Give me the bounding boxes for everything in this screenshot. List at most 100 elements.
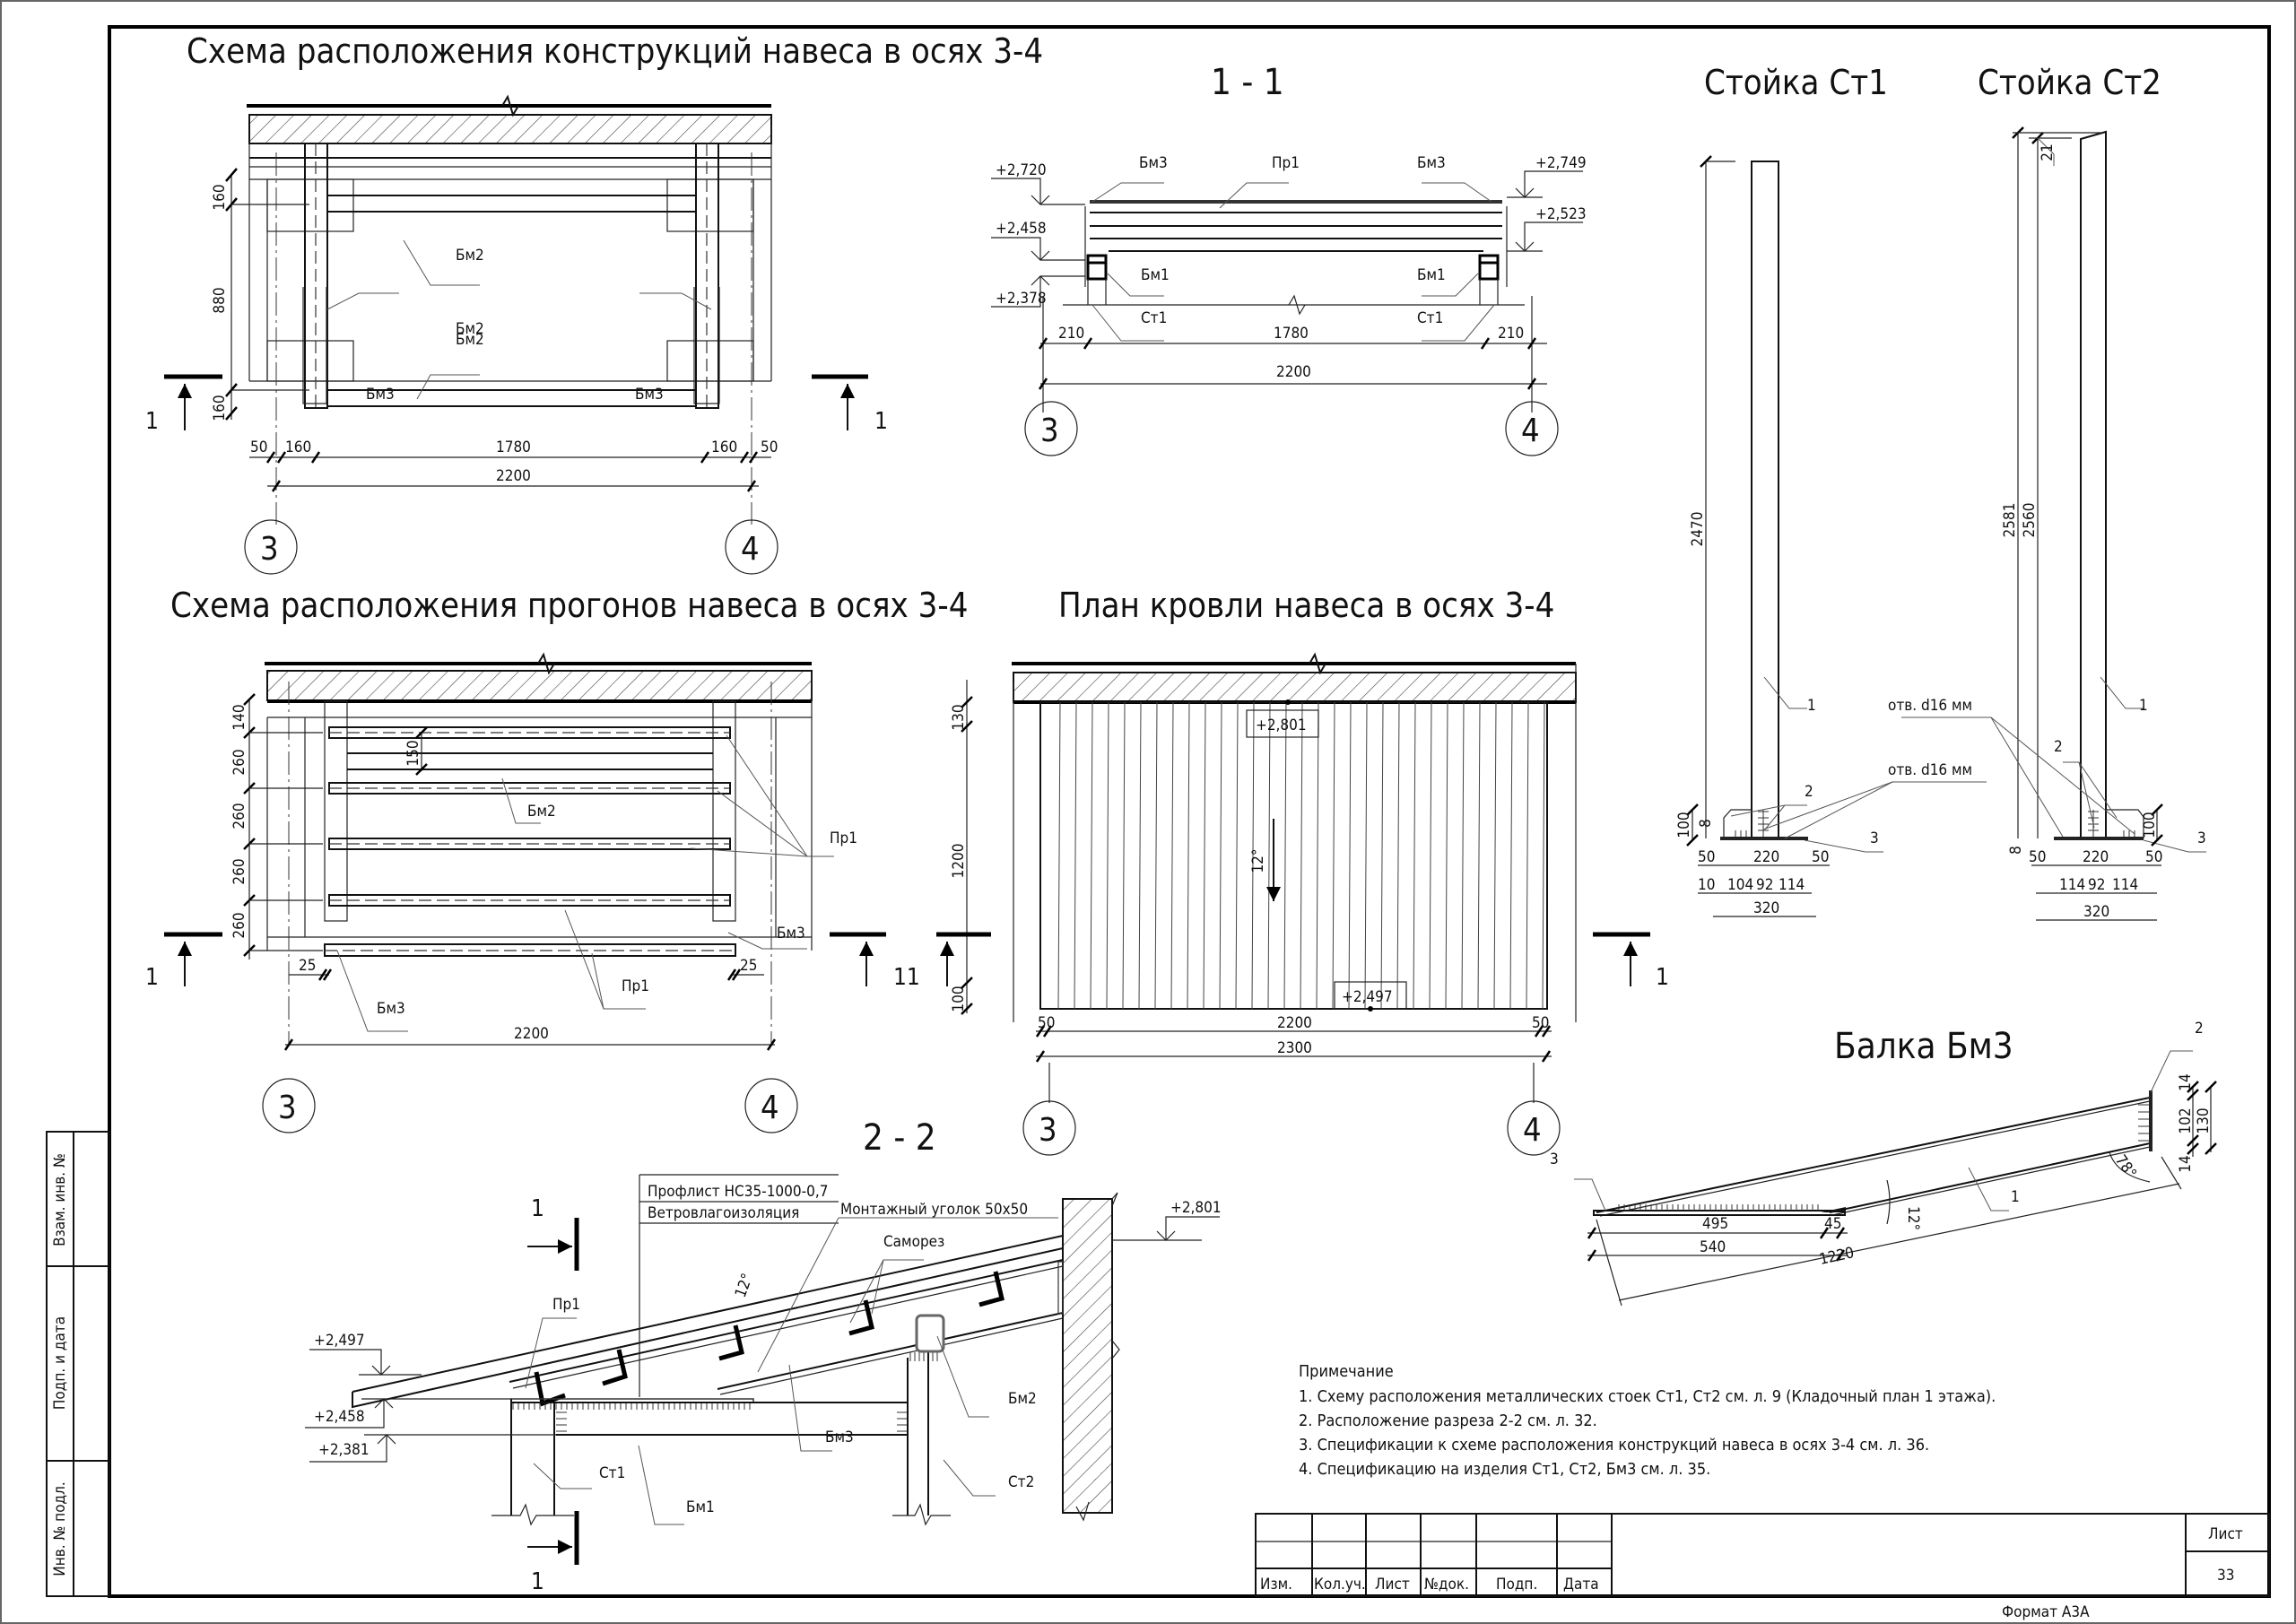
- dim-140: 140: [230, 704, 248, 730]
- callout-3: 3: [1870, 829, 1879, 847]
- drawing-frame: [108, 25, 2271, 1598]
- wall-hatch: [248, 114, 772, 144]
- dim-540: 540: [1700, 1238, 1726, 1256]
- base-dim-114-left: 114: [2059, 876, 2085, 894]
- roof-rib: [1138, 701, 1142, 1010]
- elev-2749: +2,749: [1535, 154, 1587, 172]
- roof-rib: [1251, 701, 1255, 1010]
- view-title-section-2-2: 2 - 2: [863, 1117, 936, 1159]
- callout-1: 1: [1807, 697, 1816, 715]
- base-dim-114-right: 114: [2112, 876, 2138, 894]
- dim-14-top: 14: [2177, 1073, 2195, 1090]
- slope-12: 12°: [1249, 848, 1267, 873]
- label-pr1-right: Пр1: [830, 829, 857, 847]
- stamp-zam-inv: Взам. инв. №: [51, 1153, 69, 1246]
- label-bm3-left: Бм3: [366, 386, 395, 404]
- label-bm3-right: Бм3: [777, 925, 805, 942]
- dim-150: 150: [404, 740, 422, 766]
- axis-4: 4: [741, 531, 760, 568]
- view-beam-bm3: Балка Бм3 495 45 540 1220 14 102 14 130 …: [1550, 1020, 2217, 1307]
- callout-2: 2: [2054, 738, 2063, 756]
- roof-rib: [1267, 701, 1271, 1010]
- dim-h-1780: 1780: [496, 439, 531, 456]
- label-bm2-lower-visible: Бм2: [456, 331, 484, 349]
- label-bm1-right: Бм1: [1417, 266, 1446, 284]
- view-title-st2: Стойка Ст2: [1978, 63, 2161, 102]
- dim-130: 130: [950, 704, 968, 730]
- view-section-2-2: 2 - 2: [305, 1117, 1222, 1595]
- dim-50-left: 50: [1038, 1014, 1055, 1032]
- stamp-inv-podl: Инв. № подл.: [51, 1481, 69, 1576]
- roof-rib: [1380, 701, 1384, 1010]
- roof-rib: [1057, 701, 1061, 1010]
- label-st2: Ст2: [1008, 1473, 1034, 1491]
- dim-50-right: 50: [1532, 1014, 1549, 1032]
- roof-rib: [1526, 701, 1529, 1010]
- label-bm3-left: Бм3: [1139, 154, 1168, 172]
- view-title-purlins: Схема расположения прогонов навеса в ося…: [170, 586, 968, 625]
- tb-data: Дата: [1563, 1576, 1599, 1594]
- roof-rib: [1106, 701, 1109, 1010]
- view-constructions-plan: Схема расположения конструкций навеса в …: [145, 31, 1043, 575]
- callout-2: 2: [2195, 1020, 2204, 1038]
- base-dim-92: 92: [2088, 876, 2105, 894]
- dim-100: 100: [2141, 812, 2159, 838]
- base-dim-220: 220: [1753, 848, 1779, 866]
- sheet-number: 33: [2217, 1567, 2234, 1585]
- callout-2: 2: [1805, 783, 1813, 801]
- hole-note-st1: отв. d16 мм: [1888, 761, 1972, 779]
- base-dim-50-right: 50: [1812, 848, 1829, 866]
- base-dim-50-right: 50: [2145, 848, 2162, 866]
- label-bm1: Бм1: [686, 1498, 715, 1516]
- elev-2458: +2,458: [314, 1408, 365, 1426]
- base-dim-114: 114: [1779, 876, 1805, 894]
- note-item-1: 1. Схему расположения металлических стое…: [1299, 1387, 1996, 1406]
- angle-12: 12°: [1904, 1206, 1922, 1230]
- dim-2300: 2300: [1277, 1039, 1312, 1057]
- view-title-section-1-1: 1 - 1: [1211, 62, 1284, 103]
- note-item-4: 4. Спецификацию на изделия Ст1, Ст2, Бм3…: [1299, 1460, 1710, 1479]
- title-block: Изм. Кол.уч. Лист №док. Подп. Дата Лист …: [1255, 1513, 2270, 1621]
- dim-260-2: 260: [230, 803, 248, 829]
- note-item-3: 3. Спецификации к схеме расположения кон…: [1299, 1436, 1929, 1455]
- label-bm3-left: Бм3: [377, 1000, 405, 1018]
- base-dim-320: 320: [1753, 899, 1779, 917]
- dim-25-right: 25: [740, 957, 757, 975]
- view-column-st2: Стойка Ст2 21 2581 2560 1 2 3 отв. d16 м…: [1888, 63, 2206, 921]
- elev-2497: +2,497: [314, 1332, 365, 1350]
- view-title-constructions: Схема расположения конструкций навеса в …: [187, 31, 1043, 71]
- dim-2200: 2200: [1277, 1014, 1312, 1032]
- material-windproof: Ветровлагоизоляция: [648, 1204, 799, 1222]
- view-roof-plan: План кровли навеса в осях 3-4 +2,801 +2,…: [936, 586, 1669, 1156]
- roof-rib: [1219, 701, 1222, 1010]
- dim-260-4: 260: [230, 912, 248, 938]
- tb-list: Лист: [1375, 1576, 1410, 1594]
- section-mark-1-left: 1: [145, 964, 159, 991]
- label-pr1-bottom: Пр1: [622, 977, 649, 995]
- roof-ribs: [1057, 701, 1545, 1010]
- roof-rib: [1316, 701, 1319, 1010]
- dim-2200: 2200: [514, 1025, 549, 1043]
- view-title-bm3: Балка Бм3: [1834, 1026, 2013, 1067]
- base-dim-50-left: 50: [2029, 848, 2046, 866]
- dim-45: 45: [1824, 1215, 1841, 1233]
- dim-25-left: 25: [299, 957, 316, 975]
- roof-rib: [1300, 701, 1303, 1010]
- base-dim-220: 220: [2083, 848, 2109, 866]
- dim-v-880: 880: [211, 287, 229, 313]
- axis-3: 3: [1040, 413, 1059, 449]
- dim-102: 102: [2177, 1107, 2195, 1133]
- elev-2458: +2,458: [996, 220, 1047, 238]
- base-dim-50-left: 50: [1698, 848, 1715, 866]
- view-title-st1: Стойка Ст1: [1704, 63, 1888, 102]
- tb-n-dok: №док.: [1424, 1576, 1469, 1594]
- label-bm2: Бм2: [1008, 1390, 1037, 1408]
- view-purlins-plan: Схема расположения прогонов навеса в ося…: [145, 586, 968, 1133]
- elev-2801: +2,801: [1256, 716, 1307, 734]
- elev-2523: +2,523: [1535, 205, 1587, 223]
- section-mark-1-left: 1: [145, 408, 159, 435]
- roof-rib: [1364, 701, 1368, 1010]
- base-dim-320: 320: [2083, 903, 2109, 921]
- axis-4: 4: [761, 1090, 779, 1126]
- roof-rib: [1154, 701, 1158, 1010]
